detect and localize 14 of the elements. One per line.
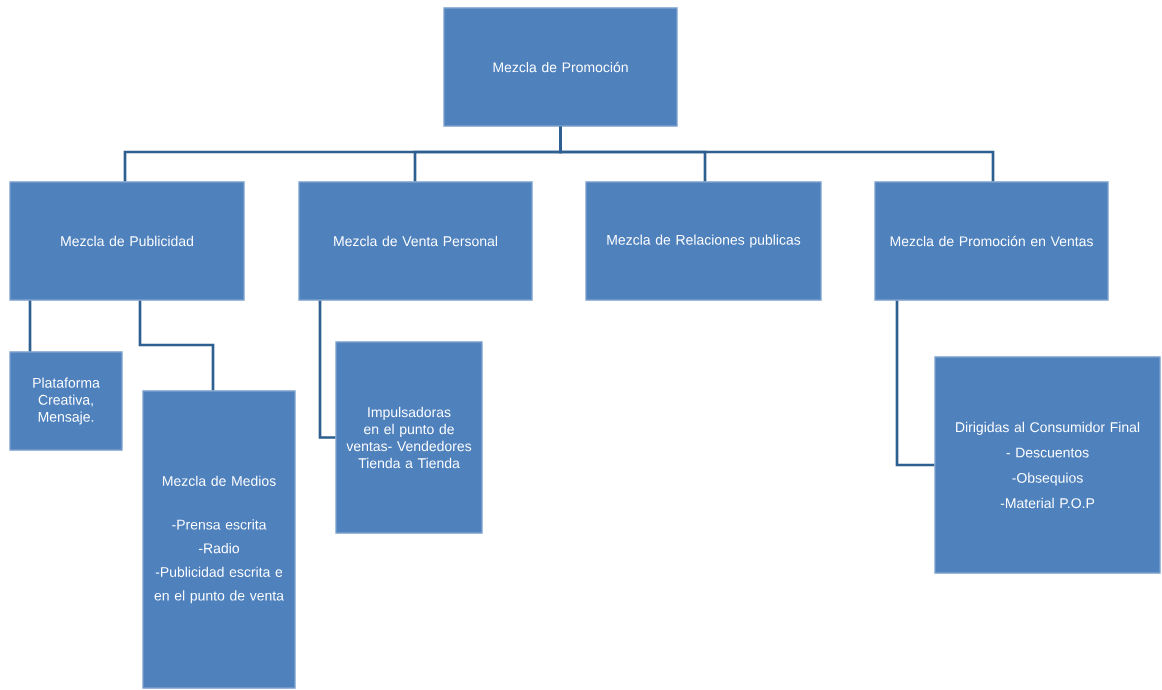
- process-box: Impulsadoras en el punto de ventas- Vendedores Tienda a Tienda: [335, 341, 483, 534]
- process-box: Mezcla de Promoción en Ventas: [874, 181, 1109, 301]
- connector-line: [318, 300, 336, 439]
- process-box: Plataforma Creativa, Mensaje.: [9, 351, 123, 451]
- connector-line: [138, 300, 215, 391]
- connector-line: [559, 126, 995, 182]
- connector-line: [895, 300, 935, 467]
- process-box: Dirigidas al Consumidor Final - Descuentos -Obsequios -Material P.O.P: [934, 356, 1161, 574]
- process-box: Mezcla de Publicidad: [9, 181, 245, 301]
- connector-line: [28, 300, 32, 352]
- process-box: Mezcla de Venta Personal: [298, 181, 533, 301]
- process-box: Mezcla de Relaciones publicas: [585, 181, 822, 301]
- process-box: Mezcla de Medios -Prensa escrita -Radio -Publicidad escrita e en el punto de venta: [142, 390, 296, 689]
- process-box: Mezcla de Promoción: [443, 7, 678, 127]
